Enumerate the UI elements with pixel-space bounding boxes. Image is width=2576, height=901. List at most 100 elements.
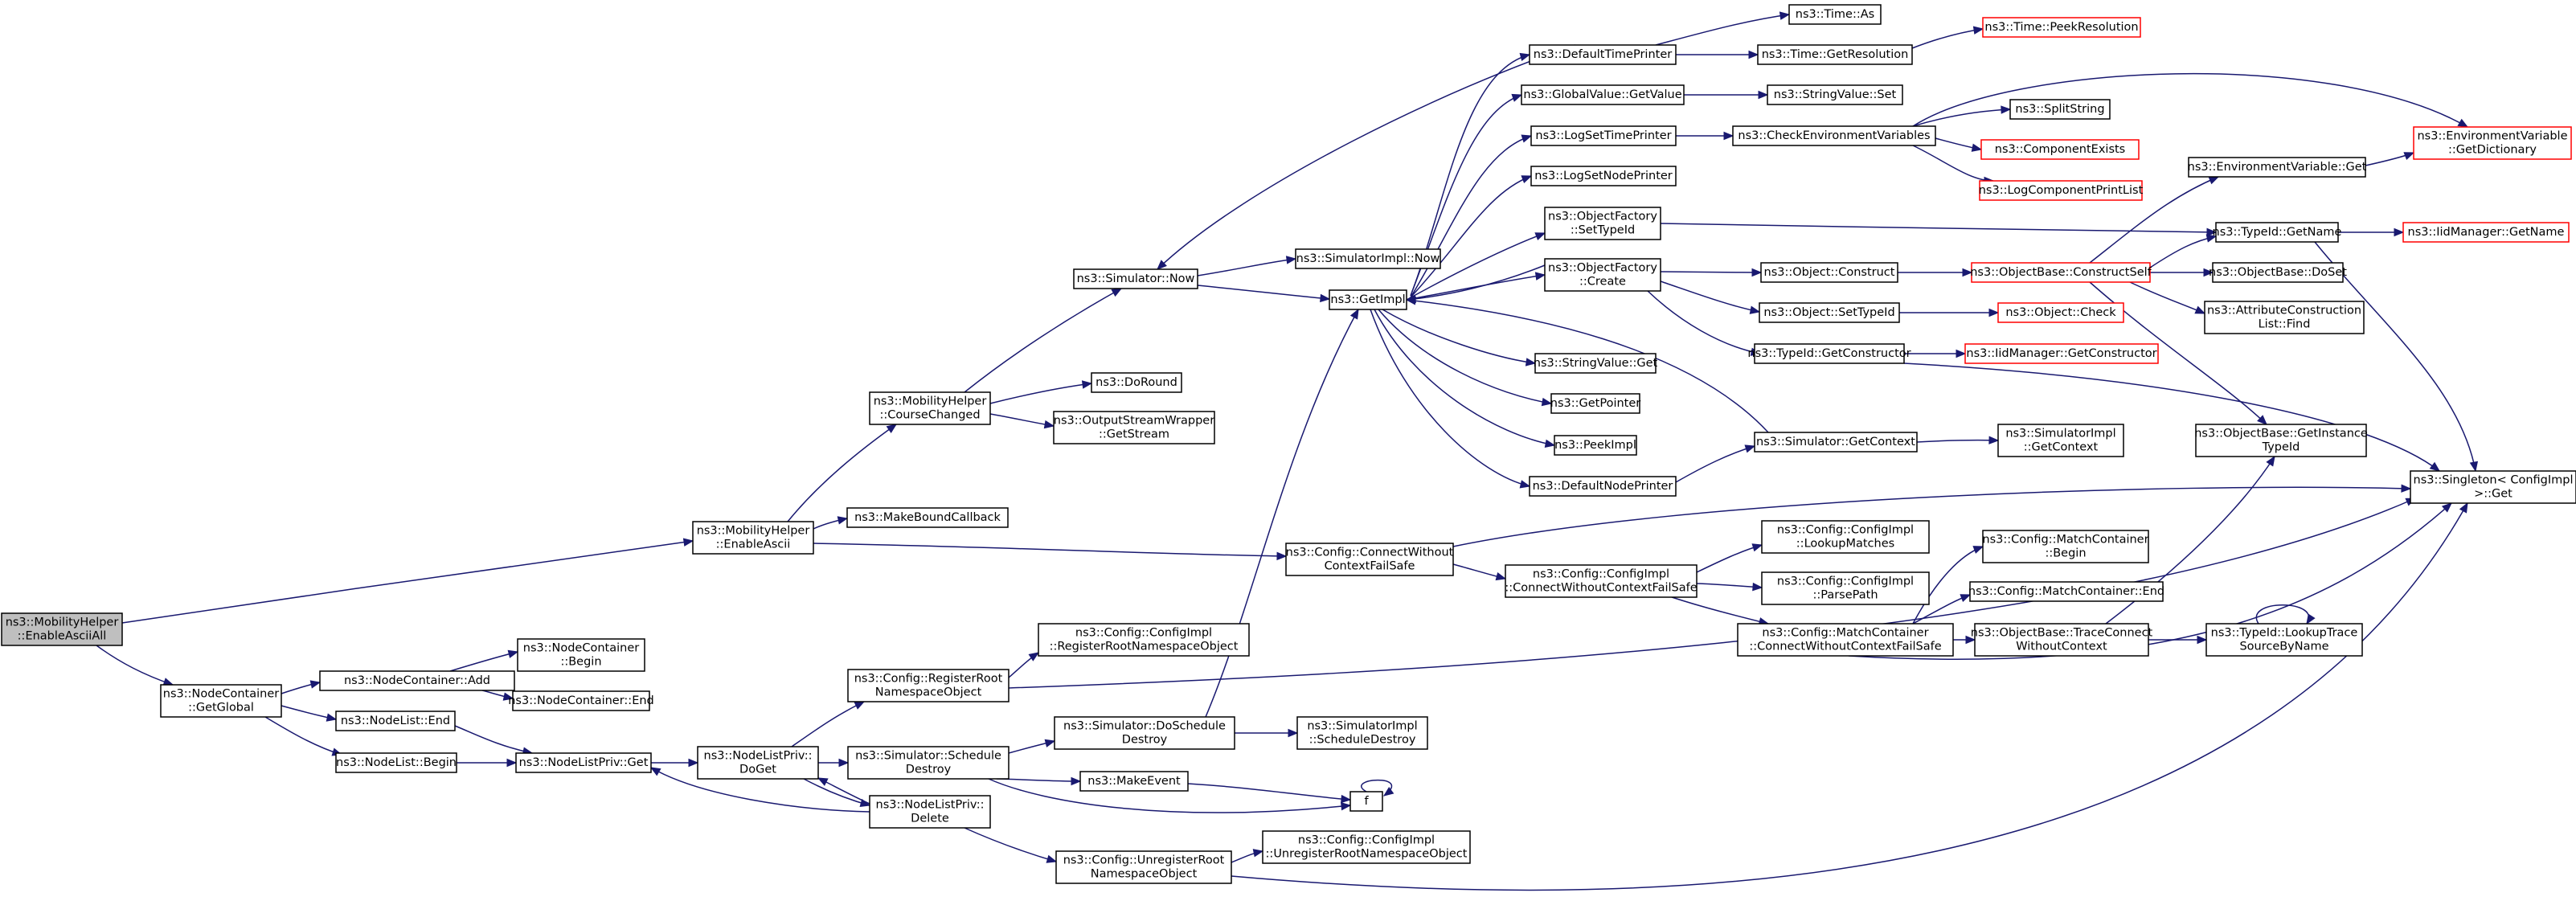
node-nlpGet[interactable]: ns3::NodeListPriv::Get	[515, 752, 652, 773]
node-envGetDict[interactable]: ns3::EnvironmentVariable::GetDictionary	[2413, 126, 2572, 160]
edge-getImpl-to-peekImpl	[1374, 309, 1556, 448]
node-cfgImplLookup[interactable]: ns3::Config::ConfigImpl::LookupMatches	[1761, 520, 1930, 554]
node-logCompPrint[interactable]: ns3::LogComponentPrintList	[1979, 180, 2144, 201]
node-iidGetCtor[interactable]: ns3::IidManager::GetConstructor	[1964, 343, 2159, 364]
node-objConstruct[interactable]: ns3::Object::Construct	[1760, 262, 1898, 283]
node-cfgRegRoot[interactable]: ns3::Config::RegisterRootNamespaceObject	[847, 669, 1010, 702]
node-checkEnvVars[interactable]: ns3::CheckEnvironmentVariables	[1732, 125, 1936, 146]
node-obConstructSelf[interactable]: ns3::ObjectBase::ConstructSelf	[1970, 262, 2152, 283]
node-simNow[interactable]: ns3::Simulator::Now	[1073, 268, 1198, 289]
node-label: ::SetTypeId	[1571, 224, 1635, 237]
node-simGetContext[interactable]: ns3::Simulator::GetContext	[1754, 432, 1918, 453]
node-box	[1761, 520, 1930, 554]
node-compExists[interactable]: ns3::ComponentExists	[1980, 139, 2140, 160]
node-envGet[interactable]: ns3::EnvironmentVariable::Get	[2188, 157, 2367, 178]
node-label: ns3::ObjectBase::TraceConnect	[1971, 627, 2153, 640]
node-label: ns3::Object::Check	[2005, 306, 2116, 319]
node-timeAs[interactable]: ns3::Time::As	[1788, 4, 1882, 25]
edge-arrowhead	[1285, 256, 1297, 264]
node-mcEnd[interactable]: ns3::Config::MatchContainer::End	[1968, 581, 2164, 602]
node-label: ns3::CheckEnvironmentVariables	[1738, 129, 1930, 142]
node-box	[335, 752, 457, 773]
node-obTraceConnect[interactable]: ns3::ObjectBase::TraceConnectWithoutCont…	[1971, 623, 2153, 657]
edge-mcConnWithout-to-mcEnd	[1912, 594, 1972, 625]
edge-cfgConnWithout-to-singletonGet	[1452, 484, 2412, 547]
node-mhCourseChanged[interactable]: ns3::MobilityHelper::CourseChanged	[869, 391, 991, 425]
node-gvGetValue[interactable]: ns3::GlobalValue::GetValue	[1521, 84, 1685, 105]
node-nlpDelete[interactable]: ns3::NodeListPriv::Delete	[869, 795, 991, 829]
edge-arrowhead	[1541, 397, 1553, 407]
node-mcConnWithout[interactable]: ns3::Config::MatchContainer::ConnectWith…	[1737, 623, 1954, 657]
node-splitString[interactable]: ns3::SplitString	[2009, 99, 2111, 120]
edge-arrowhead	[1341, 801, 1352, 811]
node-defNodePrinter[interactable]: ns3::DefaultNodePrinter	[1529, 476, 1677, 497]
node-label: ns3::ObjectFactory	[1548, 211, 1657, 223]
node-cfgImplRegRoot[interactable]: ns3::Config::ConfigImpl::RegisterRootNam…	[1038, 623, 1250, 657]
node-mhEnableAscii[interactable]: ns3::MobilityHelper::EnableAscii	[692, 521, 814, 555]
node-makeEvent[interactable]: ns3::MakeEvent	[1079, 771, 1189, 792]
node-cfgConnWithout[interactable]: ns3::Config::ConnectWithoutContextFailSa…	[1285, 543, 1454, 576]
edge-line	[989, 413, 1055, 427]
node-ofCreate[interactable]: ns3::ObjectFactory::Create	[1544, 258, 1661, 292]
node-objSetTypeId[interactable]: ns3::Object::SetTypeId	[1759, 302, 1900, 323]
node-label: ns3::LogSetNodePrinter	[1534, 170, 1673, 182]
node-cfgImplParsePath[interactable]: ns3::Config::ConfigImpl::ParsePath	[1761, 571, 1930, 605]
node-ofSetTypeId[interactable]: ns3::ObjectFactory::SetTypeId	[1544, 207, 1661, 240]
edge-obTraceConnect-to-tidLookupTrace	[2148, 635, 2208, 645]
node-objCheck[interactable]: ns3::Object::Check	[1997, 302, 2124, 323]
node-svSet[interactable]: ns3::StringValue::Set	[1767, 84, 1903, 105]
node-doRound[interactable]: ns3::DoRound	[1091, 372, 1182, 393]
node-peekImpl[interactable]: ns3::PeekImpl	[1554, 435, 1637, 456]
node-mcBegin[interactable]: ns3::Config::MatchContainer::Begin	[1982, 530, 2149, 563]
node-getImpl[interactable]: ns3::GetImpl	[1329, 289, 1407, 310]
node-tidGetName[interactable]: ns3::TypeId::GetName	[2213, 222, 2342, 243]
node-label: ns3::NodeContainer::Add	[344, 674, 490, 687]
node-box	[692, 521, 814, 555]
node-label: ns3::NodeList::Begin	[336, 756, 457, 769]
edge-line	[989, 383, 1092, 404]
edge-simNow-to-simImplNow	[1197, 256, 1297, 276]
node-svGet[interactable]: ns3::StringValue::Get	[1534, 353, 1658, 374]
node-label: ns3::NodeContainer::End	[508, 694, 654, 707]
node-simImplNow[interactable]: ns3::SimulatorImpl::Now	[1295, 248, 1441, 269]
node-label: ns3::TypeId::GetConstructor	[1747, 347, 1910, 360]
edge-arrowhead	[1288, 728, 1299, 738]
node-simSchedDestroy[interactable]: ns3::Simulator::ScheduleDestroy	[847, 746, 1010, 780]
node-iidGetName[interactable]: ns3::IidManager::GetName	[2402, 222, 2570, 243]
node-root[interactable]: ns3::MobilityHelper::EnableAsciiAll	[1, 612, 123, 646]
node-obDoSet[interactable]: ns3::ObjectBase::DoSet	[2209, 262, 2347, 283]
edge-line	[1916, 439, 1999, 443]
node-ncBegin[interactable]: ns3::NodeContainer::Begin	[517, 638, 645, 672]
node-nlEnd[interactable]: ns3::NodeList::End	[335, 711, 456, 731]
node-nlpDoGet[interactable]: ns3::NodeListPriv::DoGet	[697, 746, 819, 780]
node-ncAdd[interactable]: ns3::NodeContainer::Add	[319, 670, 515, 691]
node-cfgUnregRoot[interactable]: ns3::Config::UnregisterRootNamespaceObje…	[1055, 850, 1232, 884]
node-logSetNode[interactable]: ns3::LogSetNodePrinter	[1530, 166, 1677, 186]
node-makeBoundCb[interactable]: ns3::MakeBoundCallback	[846, 507, 1009, 528]
node-timeGetRes[interactable]: ns3::Time::GetResolution	[1757, 44, 1913, 65]
node-timePeekRes[interactable]: ns3::Time::PeekResolution	[1982, 17, 2141, 38]
node-nlBegin[interactable]: ns3::NodeList::Begin	[335, 752, 457, 773]
edge-arrowhead	[1972, 26, 1984, 35]
node-tidGetCtor[interactable]: ns3::TypeId::GetConstructor	[1747, 343, 1911, 364]
edge-arrowhead	[1965, 635, 1976, 645]
node-label: ::GetStream	[1099, 428, 1169, 441]
node-ncGetGlobal[interactable]: ns3::NodeContainer::GetGlobal	[160, 684, 282, 718]
node-defTimePrinter[interactable]: ns3::DefaultTimePrinter	[1529, 44, 1677, 65]
node-ncEnd[interactable]: ns3::NodeContainer::End	[508, 690, 654, 711]
node-simImplSchedDestroy[interactable]: ns3::SimulatorImpl::ScheduleDestroy	[1296, 716, 1428, 750]
node-getPointer[interactable]: ns3::GetPointer	[1550, 393, 1641, 414]
node-oswGetStream[interactable]: ns3::OutputStreamWrapper::GetStream	[1053, 411, 1215, 444]
node-f[interactable]: f	[1349, 791, 1383, 812]
node-cfgImplUnregRoot[interactable]: ns3::Config::ConfigImpl::UnregisterRootN…	[1262, 830, 1471, 864]
edge-line	[121, 540, 694, 624]
node-singletonGet[interactable]: ns3::Singleton< ConfigImpl>::Get	[2410, 470, 2576, 504]
node-logSetTime[interactable]: ns3::LogSetTimePrinter	[1530, 125, 1677, 146]
node-simImplGetContext[interactable]: ns3::SimulatorImpl::GetContext	[1997, 424, 2124, 457]
edge-arrowhead	[1071, 776, 1082, 786]
node-cfgImplConnWithout[interactable]: ns3::Config::ConfigImpl::ConnectWithoutC…	[1505, 564, 1698, 598]
